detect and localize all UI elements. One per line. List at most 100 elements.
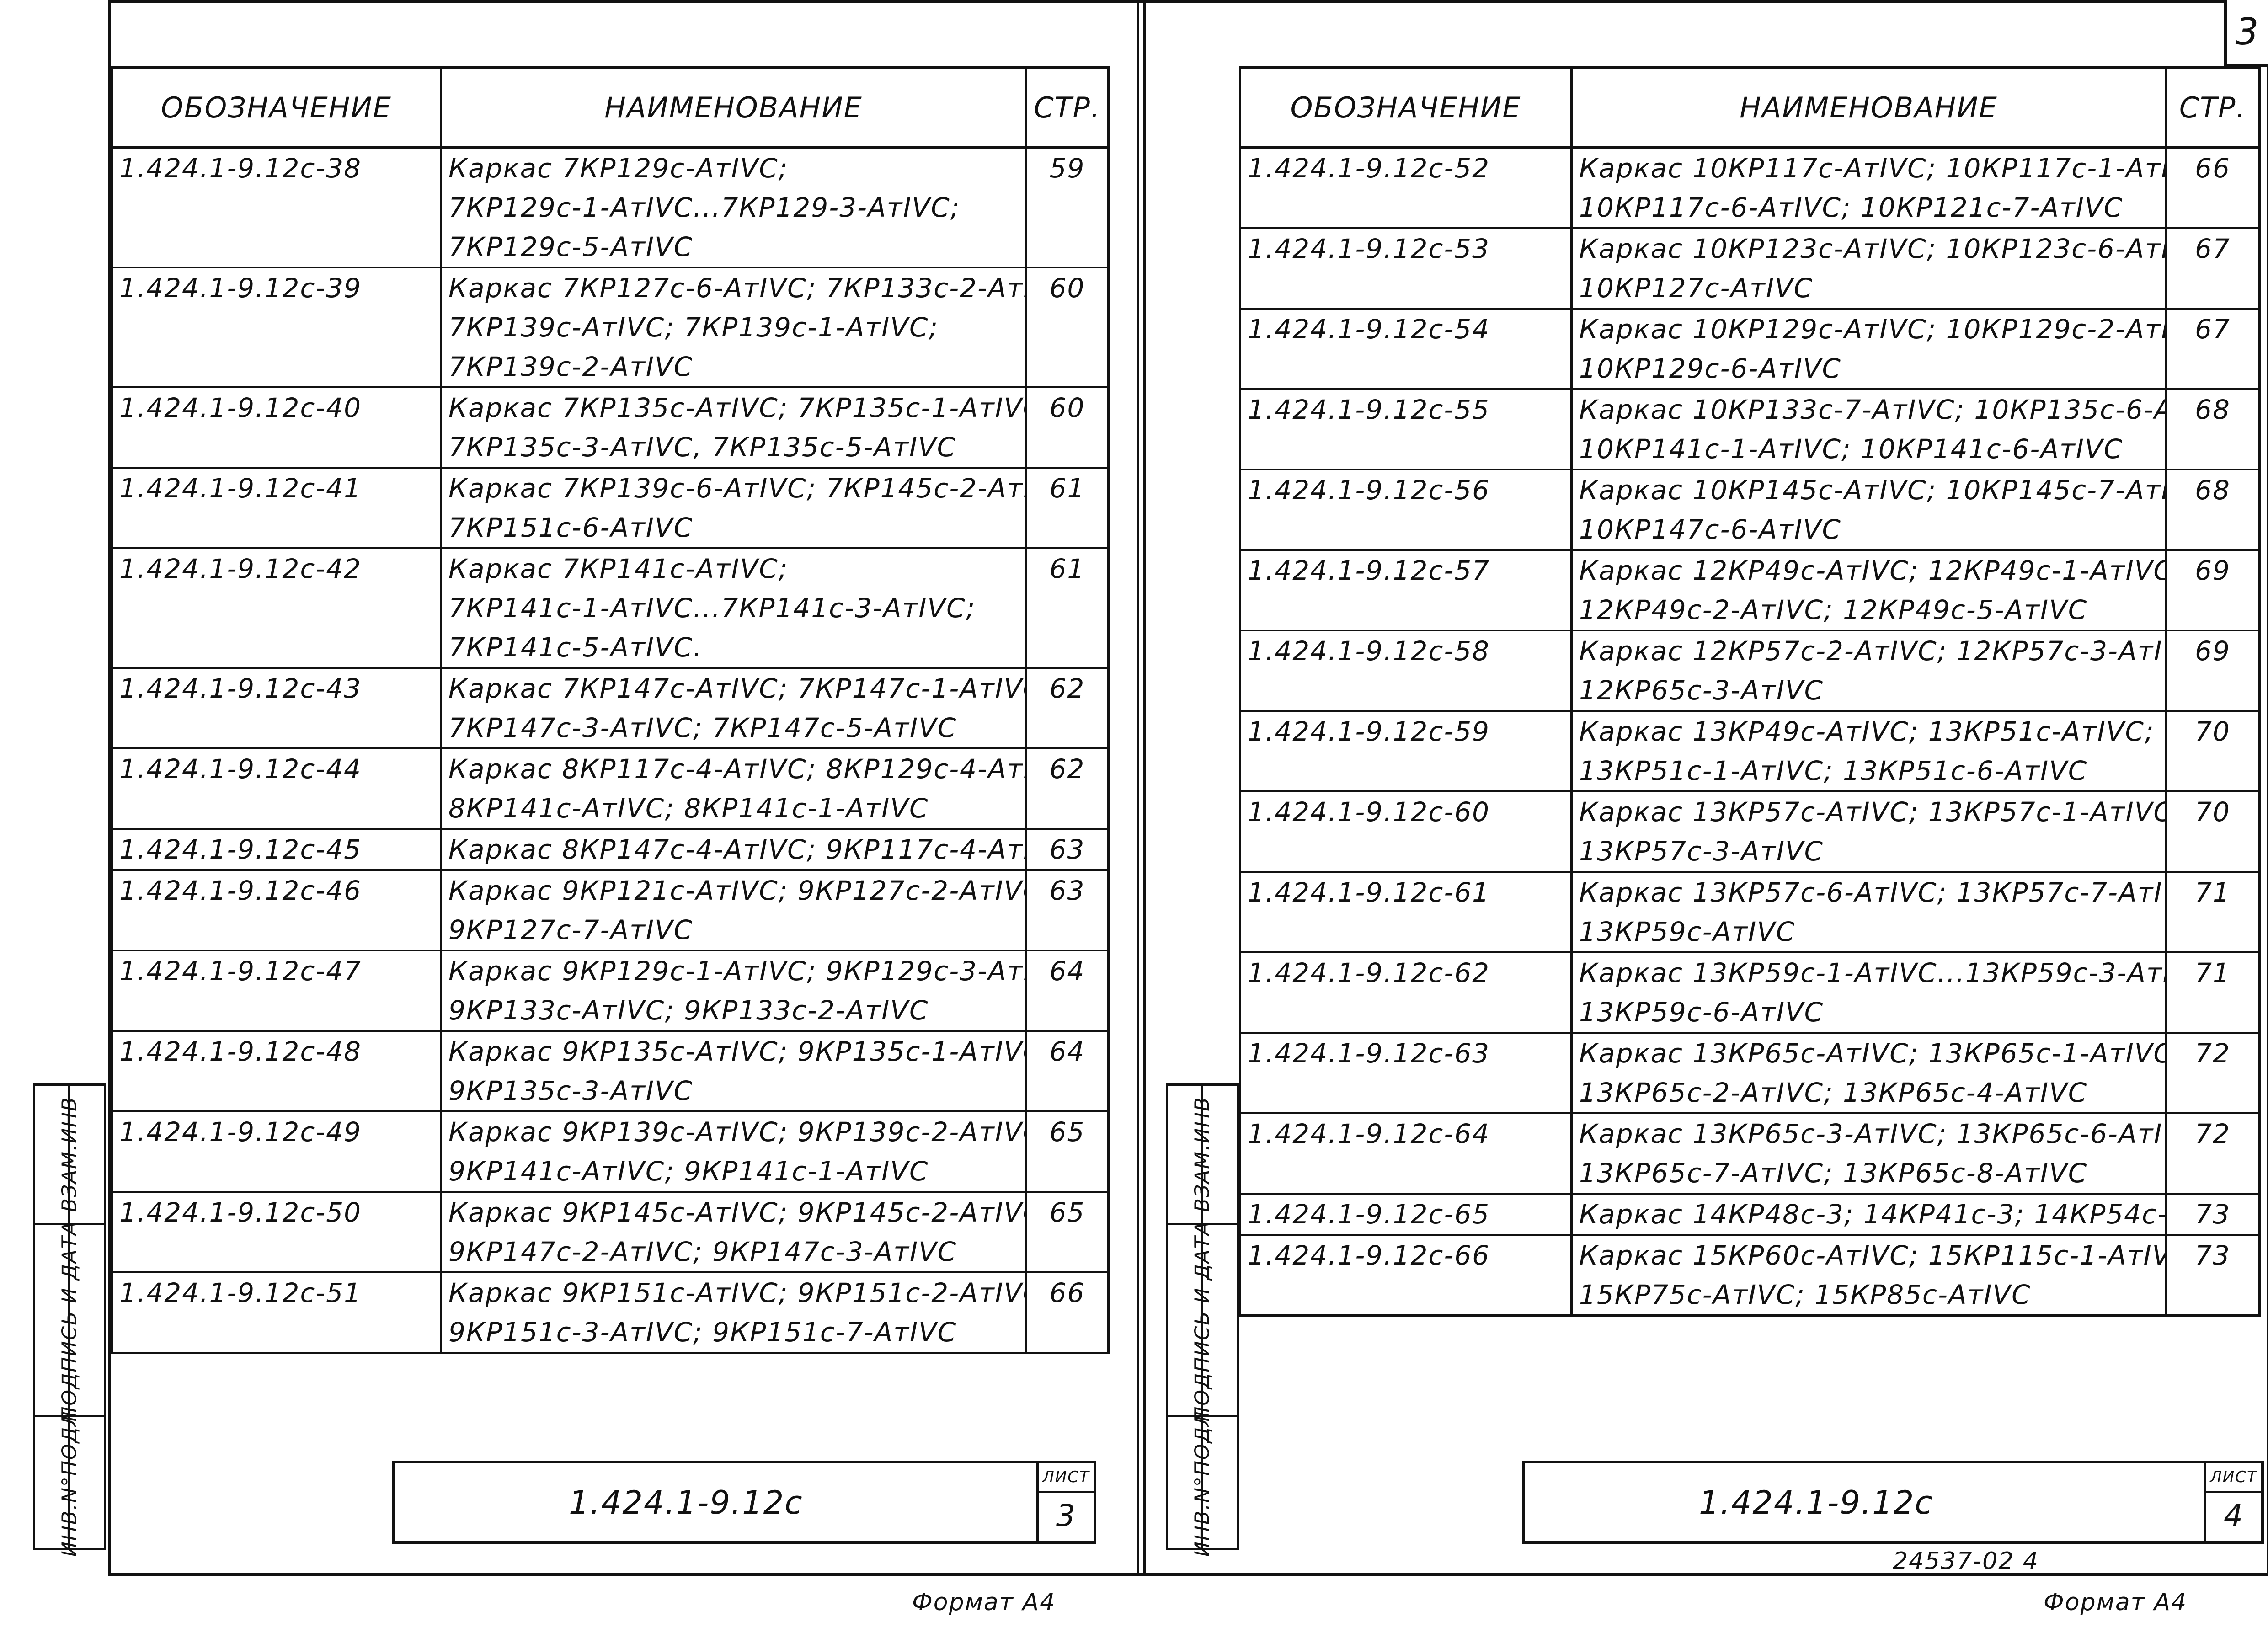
name-cell: 13КР59с-АтIVС	[1570, 912, 2167, 952]
left-title-code: 1.424.1-9.12с	[569, 1484, 803, 1521]
page-cell: 69	[2165, 630, 2261, 671]
table-row: 7КР139с-АтIVС; 7КР139с-1-АтIVС;	[111, 308, 1110, 347]
name-cell: Каркас 14КР48с-3; 14КР41с-3; 14КР54с-3	[1570, 1193, 2167, 1235]
designation-cell	[1239, 349, 1573, 389]
name-cell: 10КР127с-АтIVС	[1570, 268, 2167, 309]
designation-cell: 1.424.1-9.12с-47	[111, 950, 442, 991]
designation-cell: 1.424.1-9.12с-62	[1239, 951, 1573, 993]
name-cell: Каркас 13КР57с-АтIVС; 13КР57с-1-АтIVС...	[1570, 790, 2167, 832]
page-cell: 65	[1025, 1191, 1110, 1232]
designation-cell: 1.424.1-9.12с-58	[1239, 630, 1573, 671]
name-cell: 9КР147с-2-АтIVС; 9КР147с-3-АтIVС	[440, 1232, 1027, 1272]
page-cell	[1025, 308, 1110, 347]
designation-cell	[111, 508, 442, 548]
name-cell: Каркас 7КР135с-АтIVС; 7КР135с-1-АтIVС...	[440, 386, 1027, 427]
right-title-block: 1.424.1-9.12с ЛИСТ 4	[1522, 1461, 2264, 1544]
left-title-block: 1.424.1-9.12с ЛИСТ 3	[392, 1461, 1096, 1544]
name-cell: Каркас 10КР123с-АтIVС; 10КР123с-6-АтIVС;	[1570, 227, 2167, 268]
designation-cell: 1.424.1-9.12с-57	[1239, 549, 1573, 590]
page-cell	[1025, 910, 1110, 950]
page-cell: 64	[1025, 1030, 1110, 1071]
designation-cell	[1239, 510, 1573, 550]
name-cell: Каркас 7КР141с-АтIVС;	[440, 547, 1027, 588]
designation-cell	[1239, 751, 1573, 791]
page-cell	[1025, 347, 1110, 387]
page-cell	[1025, 1313, 1110, 1354]
page-cell	[1025, 508, 1110, 548]
table-row: 7КР129с-5-АтIVС	[111, 227, 1110, 267]
table-row: 13КР59с-6-АтIVС	[1239, 993, 2261, 1033]
page-cell: 71	[2165, 871, 2261, 912]
page-cell: 61	[1025, 467, 1110, 508]
name-cell: Каркас 12КР49с-АтIVС; 12КР49с-1-АтIVС;	[1570, 549, 2167, 590]
table-row: 9КР135с-3-АтIVС	[111, 1071, 1110, 1111]
designation-cell: 1.424.1-9.12с-65	[1239, 1193, 1573, 1235]
name-cell: 7КР139с-2-АтIVС	[440, 347, 1027, 387]
table-row: 10КР141с-1-АтIVС; 10КР141с-6-АтIVС	[1239, 429, 2261, 470]
stamp-inv-no: ИНВ.N°ПОДЛ	[35, 1410, 104, 1557]
name-cell: Каркас 13КР65с-АтIVС; 13КР65с-1-АтIVС;	[1570, 1032, 2167, 1073]
right-format-label: Формат А4	[2044, 1589, 2188, 1616]
designation-cell	[1239, 188, 1573, 228]
name-cell: Каркас 10КР129с-АтIVС; 10КР129с-2-АтIVС;	[1570, 308, 2167, 349]
page-cell: 66	[2165, 146, 2261, 188]
right-table-header: ОБОЗНАЧЕНИЕ НАИМЕНОВАНИЕ СТР.	[1239, 66, 2261, 149]
name-cell: Каркас 8КР147с-4-АтIVС; 9КР117с-4-АтIVС	[440, 828, 1027, 870]
stamp-inv-no: ИНВ.N°ПОДЛ	[1168, 1410, 1237, 1557]
page-cell: 67	[2165, 308, 2261, 349]
designation-cell: 1.424.1-9.12с-48	[111, 1030, 442, 1071]
name-cell: 9КР133с-АтIVС; 9КР133с-2-АтIVС	[440, 991, 1027, 1031]
header-designation: ОБОЗНАЧЕНИЕ	[111, 66, 442, 149]
page-cell	[1025, 1152, 1110, 1192]
header-name: НАИМЕНОВАНИЕ	[1570, 66, 2167, 149]
designation-cell: 1.424.1-9.12с-41	[111, 467, 442, 508]
designation-cell: 1.424.1-9.12с-55	[1239, 388, 1573, 429]
page-cell: 70	[2165, 710, 2261, 751]
page-cell: 72	[2165, 1032, 2261, 1073]
name-cell: Каркас 7КР147с-АтIVС; 7КР147с-1-АтIVС...	[440, 667, 1027, 708]
name-cell: 10КР141с-1-АтIVС; 10КР141с-6-АтIVС	[1570, 429, 2167, 470]
table-row: 9КР141с-АтIVС; 9КР141с-1-АтIVС	[111, 1152, 1110, 1192]
page-cell: 62	[1025, 747, 1110, 789]
name-cell: 15КР75с-АтIVС; 15КР85с-АтIVС	[1570, 1275, 2167, 1317]
name-cell: 7КР135с-3-АтIVС, 7КР135с-5-АтIVС	[440, 427, 1027, 468]
designation-cell	[1239, 1275, 1573, 1317]
name-cell: Каркас 9КР139с-АтIVС; 9КР139с-2-АтIVС;	[440, 1110, 1027, 1152]
name-cell: Каркас 8КР117с-4-АтIVС; 8КР129с-4-АтIVС;	[440, 747, 1027, 789]
name-cell: Каркас 13КР59с-1-АтIVС...13КР59с-3-АтIVС…	[1570, 951, 2167, 993]
left-format-label: Формат А4	[912, 1589, 1056, 1616]
page-cell: 62	[1025, 667, 1110, 708]
designation-cell	[111, 1152, 442, 1192]
page-cell	[2165, 188, 2261, 228]
name-cell: Каркас 10КР133с-7-АтIVС; 10КР135с-6-АтIV…	[1570, 388, 2167, 429]
designation-cell	[1239, 1153, 1573, 1194]
stamp-replaces-inv: ВЗАМ.ИНВ	[58, 1096, 81, 1212]
name-cell: 10КР147с-6-АтIVС	[1570, 510, 2167, 550]
table-row: 8КР141с-АтIVС; 8КР141с-1-АтIVС	[111, 789, 1110, 829]
designation-cell: 1.424.1-9.12с-60	[1239, 790, 1573, 832]
page-cell: 73	[2165, 1234, 2261, 1275]
name-cell: 13КР65с-2-АтIVС; 13КР65с-4-АтIVС	[1570, 1073, 2167, 1113]
page-cell	[2165, 1073, 2261, 1113]
designation-cell	[111, 308, 442, 347]
table-row: 7КР135с-3-АтIVС, 7КР135с-5-АтIVС	[111, 427, 1110, 468]
table-row: 13КР65с-2-АтIVС; 13КР65с-4-АтIVС	[1239, 1073, 2261, 1113]
page-cell: 70	[2165, 790, 2261, 832]
left-sheet	[108, 0, 1146, 1576]
page-cell: 59	[1025, 146, 1110, 188]
page-cell: 60	[1025, 267, 1110, 308]
name-cell: Каркас 15КР60с-АтIVС; 15КР115с-1-АтIVС;	[1570, 1234, 2167, 1275]
page-cell: 63	[1025, 869, 1110, 910]
designation-cell: 1.424.1-9.12с-42	[111, 547, 442, 588]
name-cell: Каркас 9КР121с-АтIVС; 9КР127с-2-АтIVС;	[440, 869, 1027, 910]
